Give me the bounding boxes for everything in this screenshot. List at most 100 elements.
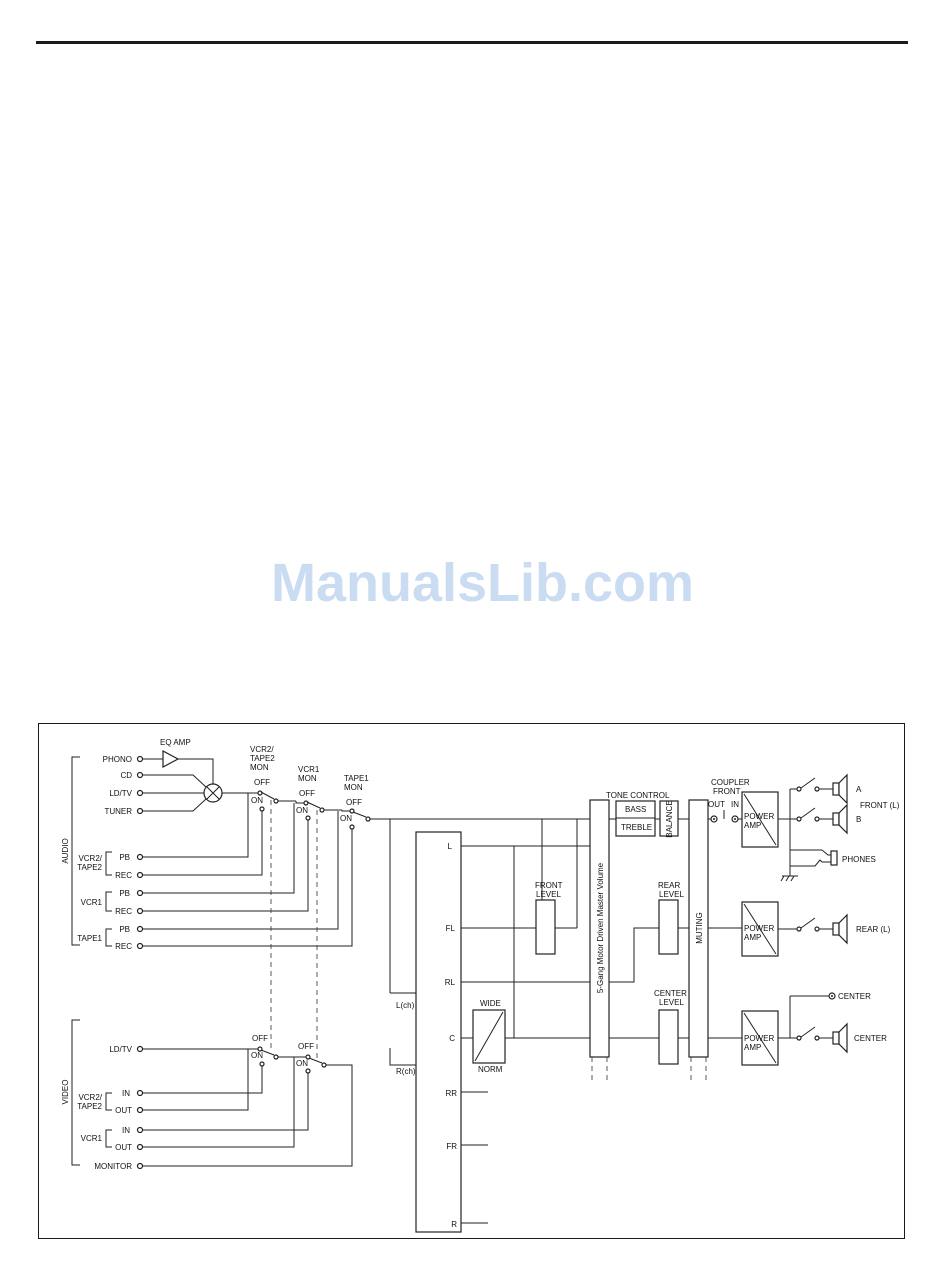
muting-label: MUTING xyxy=(695,912,704,944)
vcr2-rec-jack[interactable] xyxy=(136,871,144,879)
monitor-jack[interactable] xyxy=(136,1162,144,1170)
center-level-level: LEVEL xyxy=(659,998,684,1007)
center-level-box[interactable] xyxy=(658,1009,679,1065)
vcr1-switch-pivot[interactable] xyxy=(303,800,309,806)
rear-output: REAR (L) xyxy=(778,913,891,945)
rear-level-level: LEVEL xyxy=(659,890,684,899)
vcr1-video-out-jack[interactable] xyxy=(136,1143,144,1151)
vcr2-switch-pivot[interactable] xyxy=(257,790,263,796)
ch-fr-label: FR xyxy=(446,1142,457,1151)
phones-label: PHONES xyxy=(842,855,876,864)
vcr2-video-group-label: VCR2/ xyxy=(78,1093,102,1102)
muting-block: MUTING xyxy=(688,799,709,1080)
ch-rr-label: RR xyxy=(445,1089,457,1098)
lch-label: L(ch) xyxy=(396,1001,415,1010)
surround-processor-box xyxy=(415,831,462,1233)
front-coupler: COUPLER FRONT OUT IN xyxy=(708,778,750,823)
ch-fl-label: FL xyxy=(446,924,456,933)
tape1-pb-jack[interactable] xyxy=(136,925,144,933)
audio-inputs: AUDIO PHONO EQ AMP CD LD/TV TUNER VCR2/ … xyxy=(61,738,258,951)
center-out-label: CENTER xyxy=(838,992,871,1001)
speaker-rear-icon xyxy=(832,922,840,936)
master-volume-label: 5-Gang Motor Driven Master Volume xyxy=(596,862,605,993)
rch-label: R(ch) xyxy=(396,1067,416,1076)
center-spk-label: CENTER xyxy=(854,1034,887,1043)
vcr1-on-label: ON xyxy=(296,806,308,815)
video-bracket xyxy=(71,1019,80,1166)
tape1-audio-group-label: TAPE1 xyxy=(77,934,102,943)
tape2-audio-group-label: TAPE2 xyxy=(77,863,102,872)
tone-control-label: TONE CONTROL xyxy=(606,791,670,800)
vcr1-video-group-label: VCR1 xyxy=(81,1134,103,1143)
tape2-mon-label: TAPE2 xyxy=(250,754,275,763)
vcr2-out-label: OUT xyxy=(115,1106,132,1115)
vcr1-rec-label: REC xyxy=(115,907,132,916)
front-outputs: A B FRONT (L) PHONES xyxy=(778,773,900,882)
power-amp-rear-amp: AMP xyxy=(744,933,761,942)
video-section: VIDEO LD/TV VCR2/ TAPE2 IN OUT VCR1 IN O… xyxy=(61,1019,353,1171)
vcr1-mon-label: VCR1 xyxy=(298,765,320,774)
ldtv-video-jack[interactable] xyxy=(136,1045,144,1053)
tape1-on-label: ON xyxy=(340,814,352,823)
front-level-control: FRONT LEVEL xyxy=(535,881,577,955)
rear-l-label: REAR (L) xyxy=(856,925,891,934)
ldtv-audio-jack[interactable] xyxy=(136,789,144,797)
vcr2-on-label: ON xyxy=(251,796,263,805)
wide-label: WIDE xyxy=(480,999,501,1008)
treble-label: TREBLE xyxy=(621,823,652,832)
tone-control: TONE CONTROL BASS TREBLE BALANCE xyxy=(606,791,689,838)
coupler-out-label: OUT xyxy=(708,800,725,809)
audio-label: AUDIO xyxy=(61,838,70,863)
ch-r-label: R xyxy=(451,1220,457,1229)
master-volume-box[interactable] xyxy=(589,799,610,1058)
tape1-rec-label: REC xyxy=(115,942,132,951)
tape1-rec-jack[interactable] xyxy=(136,942,144,950)
tuner-label: TUNER xyxy=(104,807,132,816)
audio-bracket xyxy=(71,756,80,946)
power-amp-rear-power: POWER xyxy=(744,924,774,933)
speaker-b-label: B xyxy=(856,815,861,824)
diagram-frame xyxy=(38,723,905,1239)
vcr1-video-in-jack[interactable] xyxy=(136,1126,144,1134)
monitor-label: MONITOR xyxy=(94,1162,132,1171)
tape1-off-label: OFF xyxy=(346,798,362,807)
vcr2-off-label: OFF xyxy=(254,778,270,787)
vcr2-pb-label: PB xyxy=(119,853,130,862)
vcr1-off-label: OFF xyxy=(299,789,315,798)
power-amp-rear: POWER AMP xyxy=(708,901,779,957)
vcr2-video-in-jack[interactable] xyxy=(136,1089,144,1097)
vcr2-in-label: IN xyxy=(122,1089,130,1098)
coupler-label: COUPLER xyxy=(711,778,750,787)
vcr2-pb-jack[interactable] xyxy=(136,853,144,861)
norm-label: NORM xyxy=(478,1065,503,1074)
power-amp-front-power: POWER xyxy=(744,812,774,821)
vcr1-pb-jack[interactable] xyxy=(136,889,144,897)
vcr1-rec-jack[interactable] xyxy=(136,907,144,915)
phones-jack-icon[interactable] xyxy=(830,850,838,866)
vcr2-rec-label: REC xyxy=(115,871,132,880)
audio-monitor-switches: VCR2/ TAPE2 MON OFF ON VCR1 MON OFF ON T… xyxy=(143,745,590,1010)
power-amp-front-amp: AMP xyxy=(744,821,761,830)
top-rule xyxy=(36,41,908,44)
vcr2-video-out-jack[interactable] xyxy=(136,1106,144,1114)
coupler-in-label: IN xyxy=(731,800,739,809)
ldtv-video-label: LD/TV xyxy=(109,1045,132,1054)
front-level-level: LEVEL xyxy=(536,890,561,899)
cd-jack[interactable] xyxy=(136,771,144,779)
tape1-mon-mon-label: MON xyxy=(344,783,363,792)
tuner-jack[interactable] xyxy=(136,807,144,815)
front-level-box[interactable] xyxy=(535,899,556,955)
speaker-a-icon xyxy=(832,782,840,796)
watermark: ManualsLib.com xyxy=(270,553,695,613)
vcr2-audio-group-label: VCR2/ xyxy=(78,854,102,863)
power-amp-center-power: POWER xyxy=(744,1034,774,1043)
phono-jack[interactable] xyxy=(136,755,144,763)
rear-level-box[interactable] xyxy=(658,899,679,955)
ch-l-label: L xyxy=(448,842,453,851)
speaker-center-icon xyxy=(832,1031,840,1045)
video-sw2-on-label: ON xyxy=(296,1059,308,1068)
rear-level-rear: REAR xyxy=(658,881,680,890)
power-amp-front: POWER AMP xyxy=(741,791,779,848)
vcr2-mon-label: VCR2/ xyxy=(250,745,274,754)
